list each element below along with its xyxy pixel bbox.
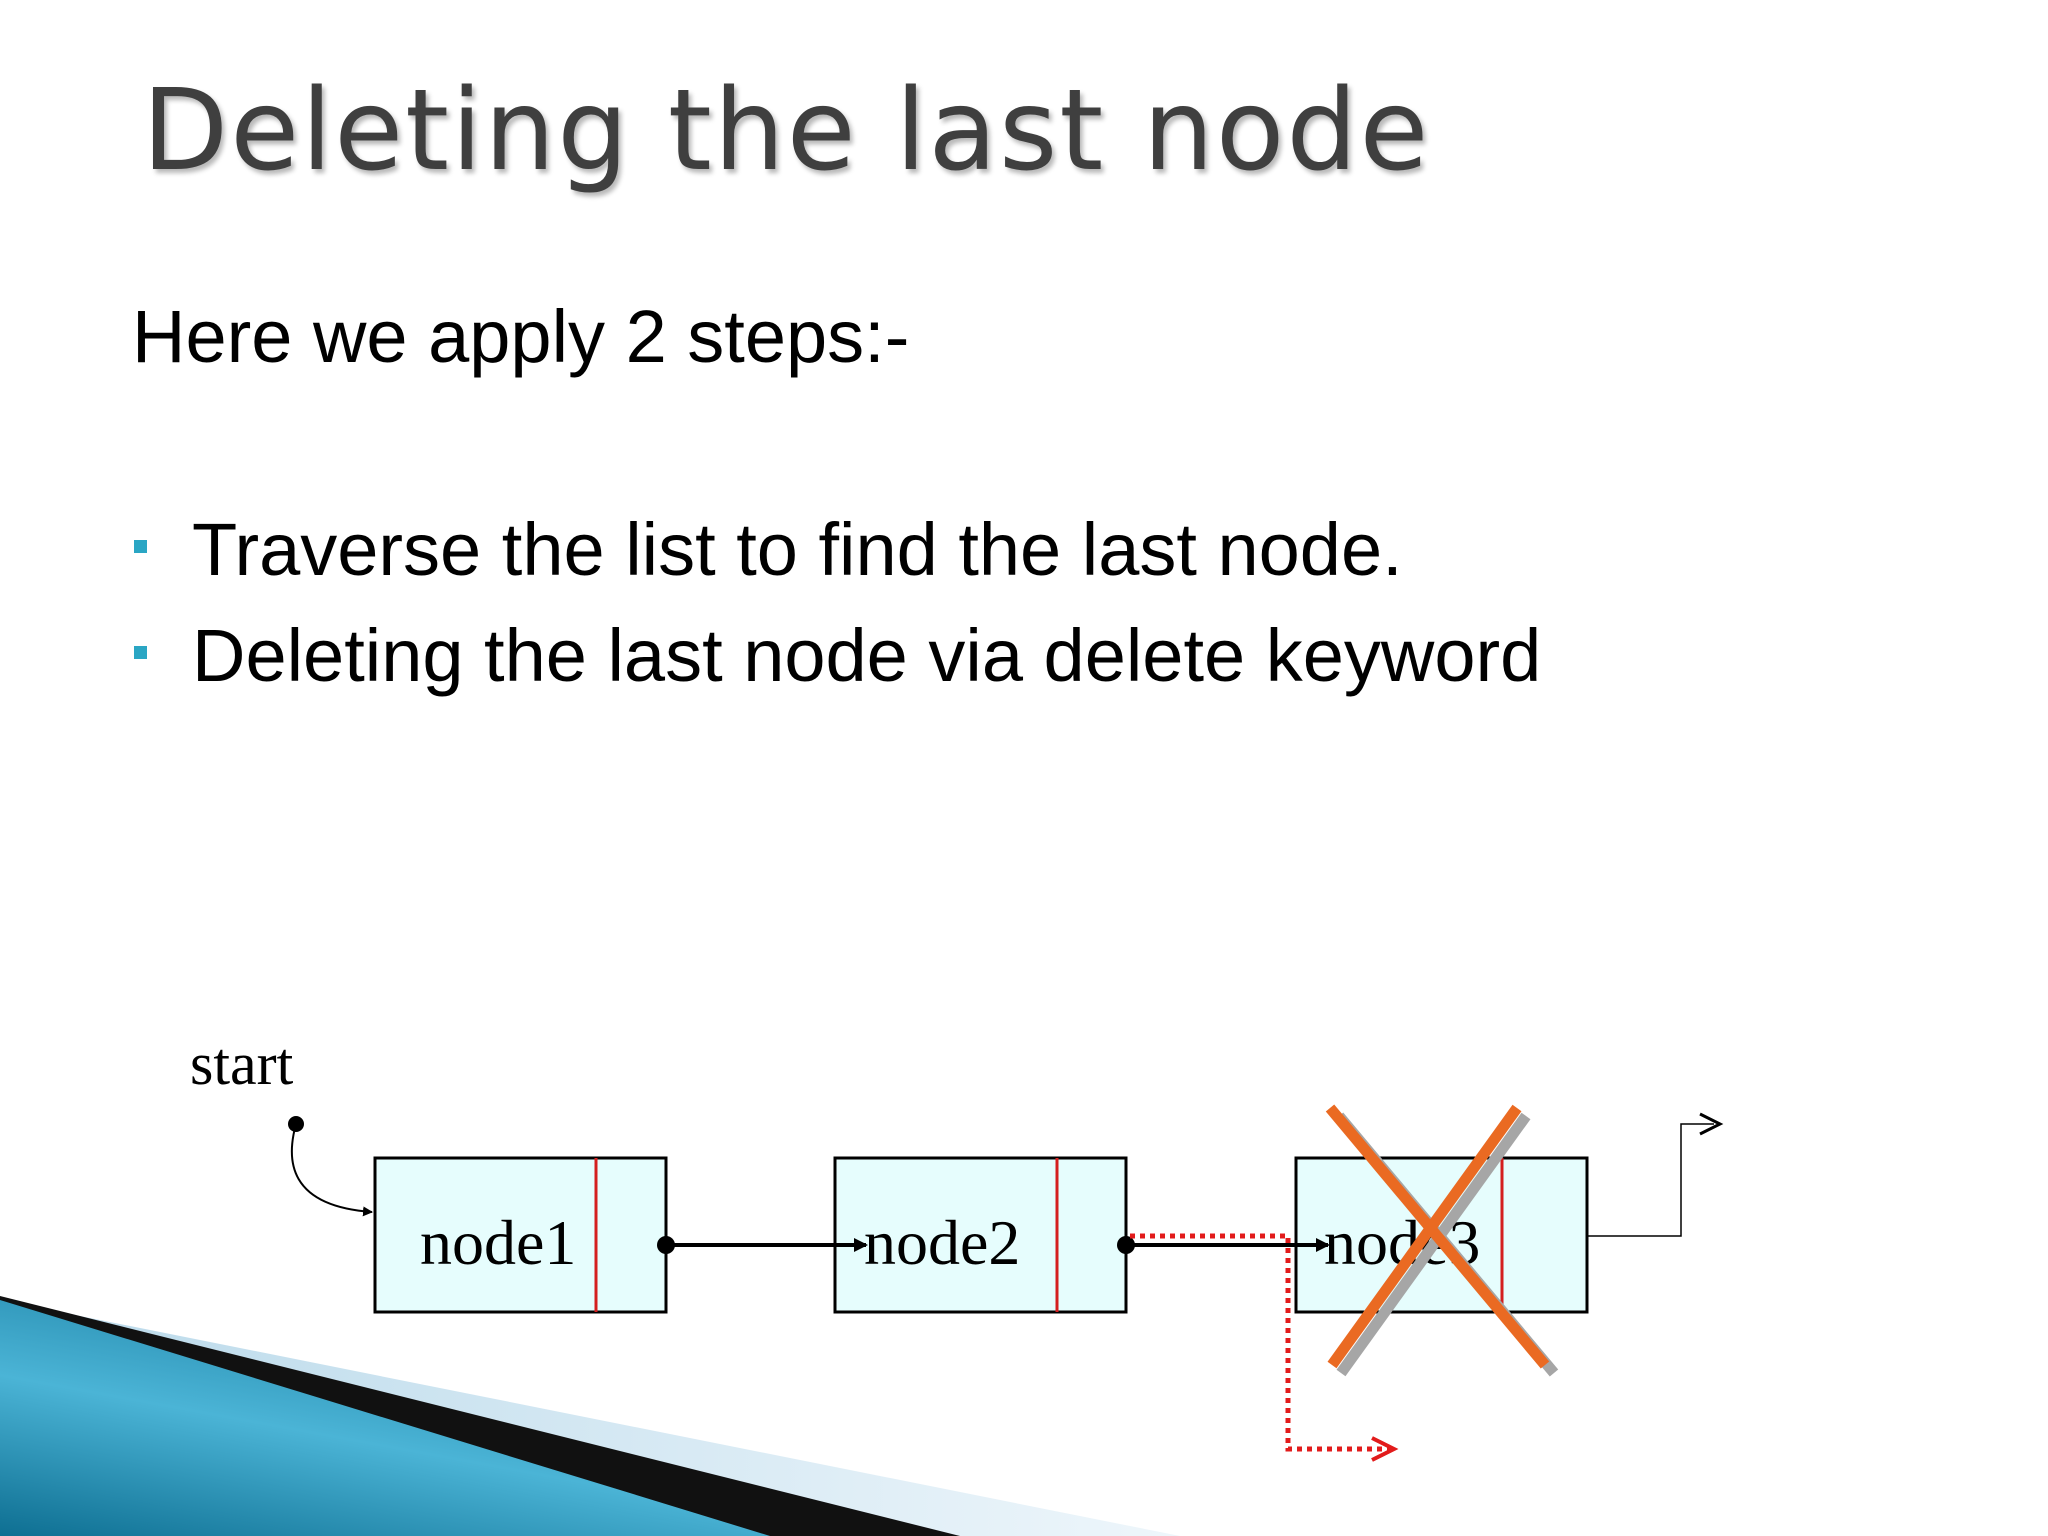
node3-outgoing-pointer: [1587, 1112, 1724, 1237]
start-label: start: [190, 1031, 294, 1097]
link-node1-node2: [657, 1236, 868, 1254]
intro-text: Here we apply 2 steps:-: [132, 295, 910, 378]
bullet-item: Traverse the list to find the last node.: [132, 508, 1541, 614]
slide-title: Deleting the last node: [142, 66, 1431, 196]
node1-label: node1: [420, 1207, 576, 1278]
bullet-list: Traverse the list to find the last node.…: [132, 508, 1541, 720]
square-bullet-icon: [134, 540, 147, 553]
delete-cross-icon: [1325, 1104, 1559, 1377]
bullet-text: Deleting the last node via delete keywor…: [192, 614, 1542, 697]
bullet-item: Deleting the last node via delete keywor…: [132, 614, 1541, 720]
node1-box: node1: [373, 1156, 668, 1314]
link-node2-node3: [1117, 1236, 1330, 1254]
decorative-swoosh: [0, 1296, 1180, 1536]
square-bullet-icon: [134, 646, 147, 659]
node2-box: node2: [833, 1156, 1128, 1314]
dotted-null-link: [1130, 1233, 1399, 1462]
bullet-text: Traverse the list to find the last node.: [192, 508, 1403, 591]
node2-label: node2: [864, 1207, 1020, 1278]
start-pointer-arrow: [290, 1123, 373, 1217]
